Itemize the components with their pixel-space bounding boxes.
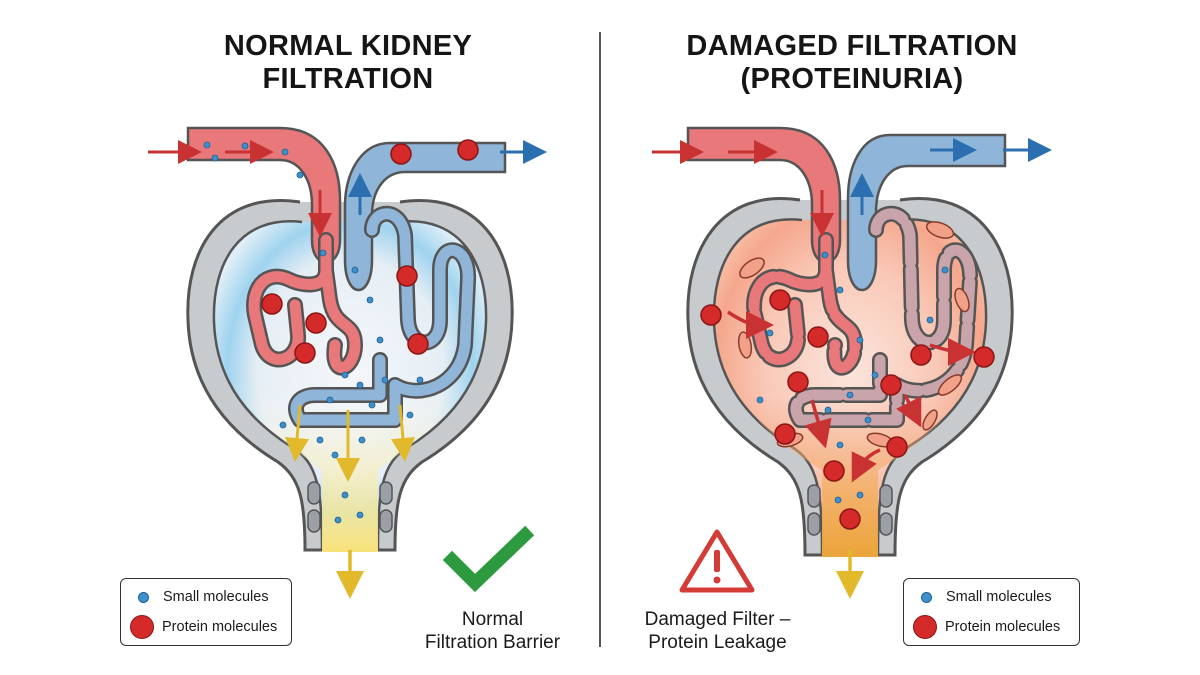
- left-legend: Small molecules Protein molecules: [120, 578, 292, 646]
- small-molecule-icon: [138, 592, 149, 603]
- left-caption-line1: Normal: [400, 608, 585, 631]
- protein-molecule-icon: [913, 615, 937, 639]
- legend-small-label: Small molecules: [946, 589, 1052, 605]
- left-caption: Normal Filtration Barrier: [400, 608, 585, 654]
- legend-row-protein: Protein molecules: [121, 615, 277, 639]
- left-filtrate-glow: [230, 380, 470, 552]
- left-caption-line2: Filtration Barrier: [400, 631, 585, 654]
- legend-protein-label: Protein molecules: [945, 619, 1060, 635]
- legend-row-small: Small molecules: [121, 589, 269, 605]
- damaged-glomerulus: [652, 128, 1040, 585]
- normal-glomerulus: [148, 128, 535, 585]
- checkmark-icon: [452, 535, 525, 583]
- legend-small-label: Small molecules: [163, 589, 269, 605]
- protein-molecule-icon: [130, 615, 154, 639]
- right-legend: Small molecules Protein molecules: [903, 578, 1080, 646]
- right-caption-line2: Protein Leakage: [625, 631, 810, 654]
- right-caption: Damaged Filter – Protein Leakage: [625, 608, 810, 654]
- right-caption-line1: Damaged Filter –: [625, 608, 810, 631]
- legend-row-protein: Protein molecules: [904, 615, 1060, 639]
- legend-protein-label: Protein molecules: [162, 619, 277, 635]
- warning-triangle-icon: [682, 532, 752, 590]
- legend-row-small: Small molecules: [904, 589, 1052, 605]
- small-molecule-icon: [921, 592, 932, 603]
